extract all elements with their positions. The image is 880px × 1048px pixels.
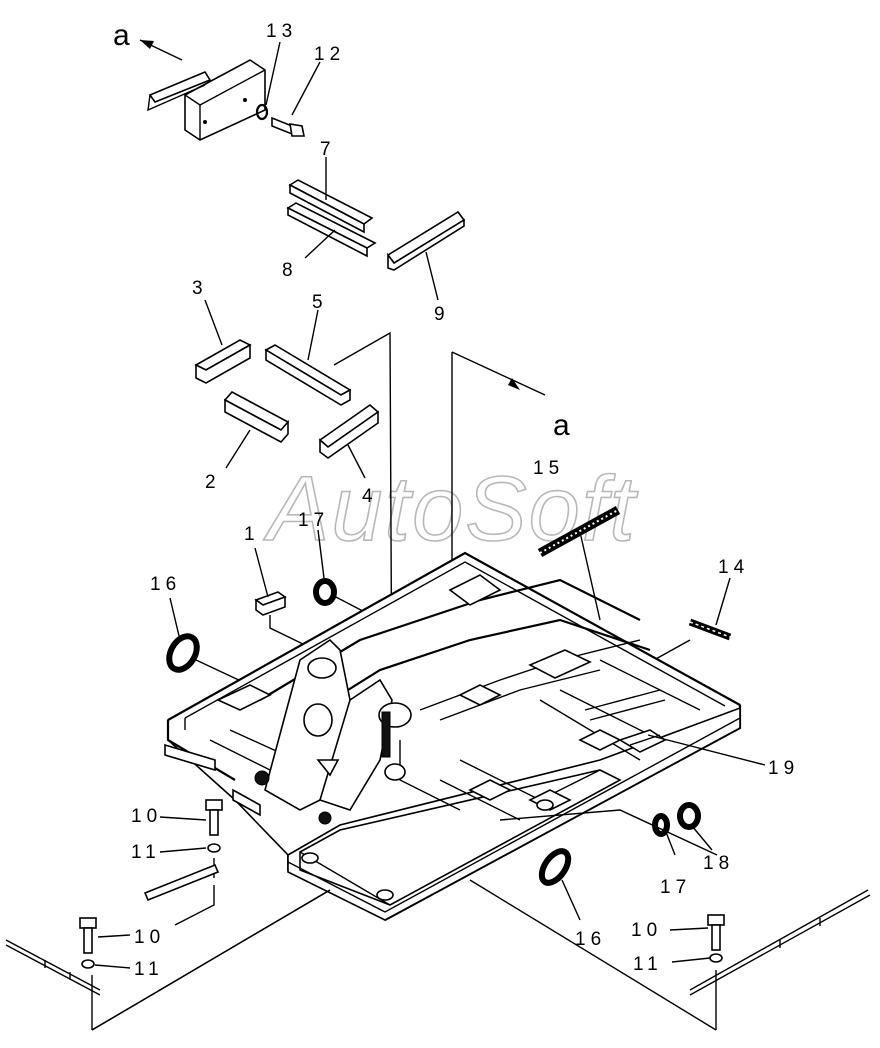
callout-labels: 13 12 7 8 9 3 5 2 4 1 17 15 16 14 19 10 …: [131, 21, 799, 980]
callout-19: 19: [768, 758, 799, 779]
bracket-left: [5, 939, 101, 1030]
plate-4: [318, 403, 380, 459]
callout-10-center: 10: [131, 806, 162, 827]
callout-16-bottom: 16: [575, 929, 606, 950]
callout-8: 8: [282, 260, 298, 281]
o-ring-18: [677, 802, 701, 830]
bolt-12: [271, 116, 305, 137]
callout-1: 1: [244, 524, 260, 545]
callout-12: 12: [314, 44, 345, 65]
o-ring-17-top: [313, 578, 337, 606]
plate-9: [386, 210, 466, 271]
callout-13: 13: [266, 21, 297, 42]
washer-11-right: [709, 953, 723, 963]
washer-13: [255, 103, 269, 121]
callout-17-right: 17: [660, 877, 691, 898]
washer-11-left: [81, 959, 95, 969]
callout-10-right: 10: [631, 920, 662, 941]
view-arrow-top: [139, 39, 183, 61]
callout-11-left: 11: [134, 959, 164, 980]
callout-7: 7: [320, 139, 336, 160]
callout-10-left: 10: [134, 927, 165, 948]
bracket-right: [689, 889, 871, 1030]
callout-18: 18: [703, 853, 734, 874]
callout-3: 3: [192, 278, 208, 299]
view-marker-mid: a: [553, 409, 570, 442]
rod-15: [537, 506, 621, 557]
pin-1: [254, 591, 287, 616]
o-ring-16-left: [166, 633, 200, 673]
plate-3: [194, 339, 252, 384]
leader-lines: [94, 41, 766, 969]
washer-11-center: [207, 843, 221, 853]
bolt-10-center: [205, 799, 223, 836]
plate-8: [286, 202, 377, 258]
view-marker-top: a: [113, 19, 130, 52]
cover-plate-assembly: [147, 59, 266, 141]
callout-11-right: 11: [633, 954, 663, 975]
callout-11-center: 11: [131, 842, 161, 863]
callout-9: 9: [434, 304, 450, 325]
callout-4: 4: [362, 486, 378, 507]
plate-7: [288, 179, 374, 234]
watermark: AutoSoft: [263, 458, 638, 560]
callout-16-left: 16: [150, 574, 181, 595]
bolt-10-left: [79, 917, 97, 954]
bolt-10-right: [707, 914, 725, 951]
callout-5: 5: [312, 292, 328, 313]
callout-17-top: 17: [298, 510, 329, 531]
main-frame: [164, 551, 742, 921]
o-ring-16-bottom: [538, 848, 572, 886]
o-ring-17-right: [652, 813, 670, 837]
callout-14: 14: [718, 557, 749, 578]
callout-15: 15: [533, 458, 564, 479]
callout-2: 2: [205, 472, 221, 493]
rod-14: [688, 618, 732, 641]
plate-2: [223, 390, 290, 444]
bracket-center: [143, 858, 220, 926]
plate-5: [264, 344, 352, 406]
